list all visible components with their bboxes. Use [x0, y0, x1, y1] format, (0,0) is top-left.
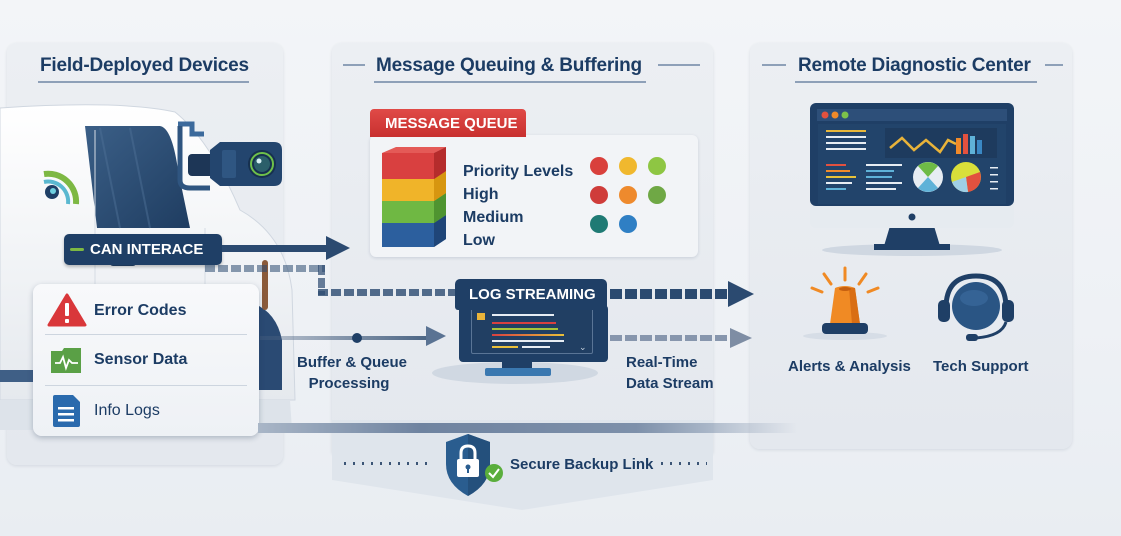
priority-dot	[590, 215, 608, 233]
priority-dot	[619, 157, 637, 175]
buffer-arrowhead	[426, 326, 446, 346]
log-streaming-monitor: ⌄	[459, 305, 608, 362]
alerts-analysis-label: Alerts & Analysis	[788, 358, 911, 375]
headset-support-icon	[938, 273, 1014, 341]
info-logs-label: Info Logs	[94, 402, 160, 419]
buffer-processing-label: Buffer & Queue Processing	[297, 352, 408, 394]
pie-chart-icon	[913, 162, 943, 192]
log-screen: ⌄	[471, 308, 593, 354]
log-line	[492, 334, 564, 336]
log-app-icon	[477, 313, 485, 320]
divider	[45, 385, 247, 386]
secure-link-dots-right	[661, 462, 707, 465]
buffer-arrow-node	[352, 333, 362, 343]
queue-title-rule-right	[658, 64, 700, 66]
message-queuing-title: Message Queuing & Buffering	[376, 55, 642, 76]
camera-icon	[177, 121, 282, 191]
priority-dot	[648, 186, 666, 204]
can-badge-accent	[70, 248, 84, 251]
realtime-arrowhead	[730, 328, 752, 348]
log-line	[492, 314, 554, 316]
log-line	[492, 340, 564, 342]
warning-triangle-icon	[47, 293, 87, 327]
backup-link-line	[258, 423, 798, 433]
log-streaming-label: LOG STREAMING	[469, 286, 596, 303]
realtime-dashed	[610, 335, 732, 341]
data-type-row-sensor-data[interactable]: Sensor Data	[33, 335, 259, 385]
error-codes-label: Error Codes	[94, 302, 187, 319]
sensor-data-label: Sensor Data	[94, 351, 188, 368]
remote-center-title: Remote Diagnostic Center	[798, 55, 1031, 76]
pie-chart-icon	[951, 162, 981, 193]
field-devices-title: Field-Deployed Devices	[40, 55, 249, 76]
realtime-label-line2: Data Stream	[626, 375, 714, 392]
document-icon	[53, 395, 80, 427]
log-line	[492, 346, 518, 348]
message-queuing-title-underline	[374, 81, 646, 83]
data-type-row-info-logs[interactable]: Info Logs	[33, 386, 259, 436]
priority-dot	[619, 186, 637, 204]
priority-high-label: High	[463, 186, 499, 203]
priority-low-label: Low	[463, 232, 495, 249]
buffer-label-line2: Processing	[308, 375, 390, 392]
log-streaming-header: LOG STREAMING	[455, 279, 607, 310]
priority-levels-list: Priority Levels High Medium Low	[463, 160, 573, 252]
priority-dot	[590, 157, 608, 175]
buffer-label-line1: Buffer & Queue	[297, 354, 408, 371]
priority-levels-heading: Priority Levels	[463, 163, 574, 180]
log-line	[522, 346, 550, 348]
log-path-dashed-vertical	[318, 265, 325, 295]
buffer-arrow-line	[260, 336, 428, 340]
log-path-dashed-1	[205, 265, 325, 272]
remote-title-rule-right	[1045, 64, 1063, 66]
realtime-stream-label: Real-Time Data Stream	[626, 352, 714, 394]
log-output-arrowhead	[728, 281, 754, 307]
priority-dots-grid	[590, 157, 680, 237]
priority-dot	[619, 215, 637, 233]
tech-support-label: Tech Support	[933, 358, 1029, 375]
remote-title-rule-left	[762, 64, 786, 66]
diagnostic-dashboard-monitor	[810, 103, 1014, 256]
can-interface-badge: CAN INTERACE	[64, 234, 222, 265]
secure-link-dots-left	[344, 462, 434, 465]
can-arrowhead	[326, 236, 350, 260]
data-types-card: Error Codes Sensor Data Info Logs	[33, 284, 259, 436]
message-queuing-panel-chevron	[332, 420, 713, 510]
log-monitor-base	[485, 368, 551, 376]
data-type-row-error-codes[interactable]: Error Codes	[33, 284, 259, 334]
alert-beacon-icon	[803, 266, 887, 340]
message-queue-label: MESSAGE QUEUE	[385, 115, 518, 132]
log-output-dashed	[610, 289, 730, 299]
log-path-dashed-2	[318, 289, 456, 296]
device-logo-icon	[43, 170, 80, 205]
sensor-chart-folder-icon	[51, 348, 81, 373]
realtime-label-line1: Real-Time	[626, 354, 698, 371]
priority-medium-label: Medium	[463, 209, 524, 226]
queue-title-rule-left	[343, 64, 365, 66]
priority-stack-icon	[382, 147, 446, 247]
divider	[45, 334, 247, 335]
message-queue-badge: MESSAGE QUEUE	[370, 109, 526, 137]
priority-dot	[590, 186, 608, 204]
priority-dot	[648, 157, 666, 175]
can-arrow-line	[222, 245, 328, 252]
log-line	[492, 322, 556, 324]
field-devices-title-underline	[38, 81, 249, 83]
shield-lock-icon	[446, 434, 503, 496]
stack-layer-top	[382, 147, 446, 179]
chevron-down-icon: ⌄	[579, 342, 587, 352]
remote-center-title-underline	[795, 81, 1037, 83]
secure-backup-label: Secure Backup Link	[510, 456, 654, 473]
can-interface-label: CAN INTERACE	[90, 241, 204, 258]
log-line	[492, 328, 558, 330]
